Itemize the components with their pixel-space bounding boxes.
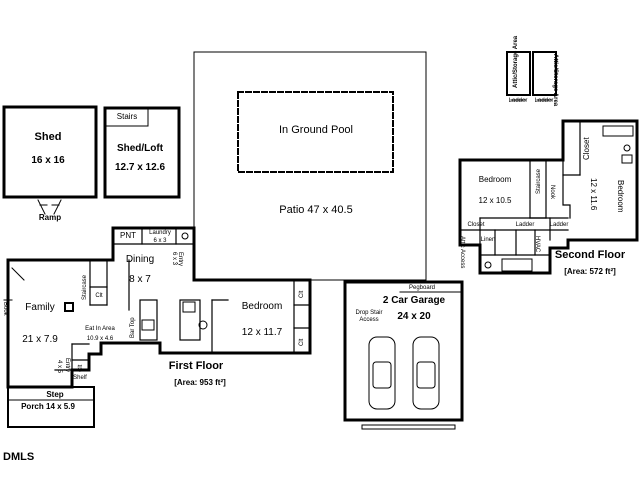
- first-floor-title: First Floor: [168, 360, 224, 372]
- shed-outline: [2, 105, 98, 199]
- patio-label: Patio 47 x 40.5: [279, 204, 353, 216]
- second-floor-fixtures: [484, 125, 634, 272]
- nook-label: Nook: [549, 185, 555, 200]
- first-floor-interior: [54, 227, 311, 388]
- bedroom1-label: Bedroom: [241, 301, 283, 312]
- garage-door: [361, 424, 456, 430]
- shed-dims: 16 x 16: [31, 155, 65, 166]
- step-label: Step: [46, 390, 64, 399]
- car-left: [368, 336, 396, 410]
- shed-label: Shed: [34, 131, 62, 143]
- laundry-label: Laundry: [149, 230, 171, 236]
- staircase-label: Staircase: [82, 274, 88, 300]
- first-floor-fixtures: [3, 232, 208, 331]
- front-entry-label: Entry: [64, 358, 70, 373]
- porch-label: Porch 14 x 5.9: [21, 402, 75, 411]
- shed-loft-label: Shed/Loft: [116, 143, 164, 154]
- entry-closet-label: Clt: [78, 364, 84, 372]
- eat-in-label: Eat In Area: [85, 326, 115, 332]
- ladder-a-label: Ladder: [515, 222, 535, 228]
- bedroom2-dims: 12 x 10.5: [478, 196, 512, 205]
- bedroom2-label: Bedroom: [478, 175, 512, 184]
- drop-stair-label: Drop Stair: [355, 310, 383, 316]
- first-floor-area: [Area: 953 ft²]: [174, 378, 226, 387]
- watermark: DMLS: [3, 451, 35, 463]
- loft-stairs-label: Stairs: [116, 112, 138, 121]
- bedroom-closet-top: Clt: [299, 290, 305, 298]
- laundry-dims: 6 x 3: [153, 238, 167, 244]
- second-staircase-label: Staircase: [536, 168, 542, 194]
- shed-loft-outline: [103, 106, 181, 199]
- attic-left-label: Attic/Storage Area: [513, 35, 519, 88]
- side-entry-dims: 6 x 3: [171, 252, 177, 266]
- shelf-label: Shelf: [73, 375, 87, 381]
- eat-in-dims: 10.9 x 4.6: [86, 336, 114, 342]
- shed-loft-dims: 12.7 x 12.6: [114, 162, 166, 173]
- pegboard-label: Pegboard: [408, 285, 436, 291]
- garage-label: 2 Car Garage: [382, 295, 446, 306]
- fireplace: [64, 302, 74, 312]
- second-floor-area: [Area: 572 ft²]: [564, 267, 616, 276]
- attic-box-left: [506, 51, 531, 96]
- pool-outline: [237, 91, 394, 173]
- ramp-label: Ramp: [38, 213, 62, 222]
- pool-label: In Ground Pool: [279, 124, 353, 136]
- stair-closet-label: Clt: [95, 293, 103, 299]
- dining-dims: 8 x 7: [129, 274, 151, 285]
- front-entry-dims: 4 x 5: [56, 360, 62, 374]
- bedroom1-dims: 12 x 11.7: [241, 327, 283, 338]
- bar-top-label: Bar Top: [130, 317, 136, 338]
- linen-label: Linen: [480, 237, 496, 243]
- attic-ladder-right: Ladder: [534, 98, 554, 104]
- patio-outline: [193, 51, 427, 281]
- side-entry-label: Entry: [177, 252, 183, 267]
- closet-left-label: Closet: [467, 222, 485, 228]
- ladder-b-label: Ladder: [549, 222, 569, 228]
- attic-box-right: [532, 51, 557, 96]
- dining-label: Dining: [125, 254, 155, 265]
- book-label: Book: [2, 302, 8, 316]
- attic-access-label: Attic Access: [459, 236, 465, 269]
- hvac-label: HVAC: [534, 236, 540, 253]
- bedroom-closet-bottom: Clt: [299, 338, 305, 346]
- garage-outline: [343, 280, 464, 422]
- garage-dims: 24 x 20: [397, 311, 431, 322]
- second-floor-title: Second Floor: [554, 249, 626, 261]
- pnt-label: PNT: [120, 231, 136, 240]
- closet-right-label: Closet: [582, 137, 591, 160]
- loft-stair-wall: [104, 107, 149, 127]
- family-dims: 21 x 7.9: [22, 334, 58, 345]
- bedroom3-label: Bedroom: [616, 180, 625, 213]
- ramp-mark: [37, 199, 62, 215]
- attic-ladder-left: Ladder: [508, 98, 528, 104]
- family-label: Family: [25, 302, 55, 313]
- first-floor-walls: [6, 226, 312, 389]
- car-right: [412, 336, 440, 410]
- bedroom3-dims: 12 x 11.6: [589, 178, 598, 211]
- second-floor-interior: [459, 120, 581, 274]
- porch-outline: [7, 386, 95, 428]
- drop-stair-access: Access: [359, 317, 379, 323]
